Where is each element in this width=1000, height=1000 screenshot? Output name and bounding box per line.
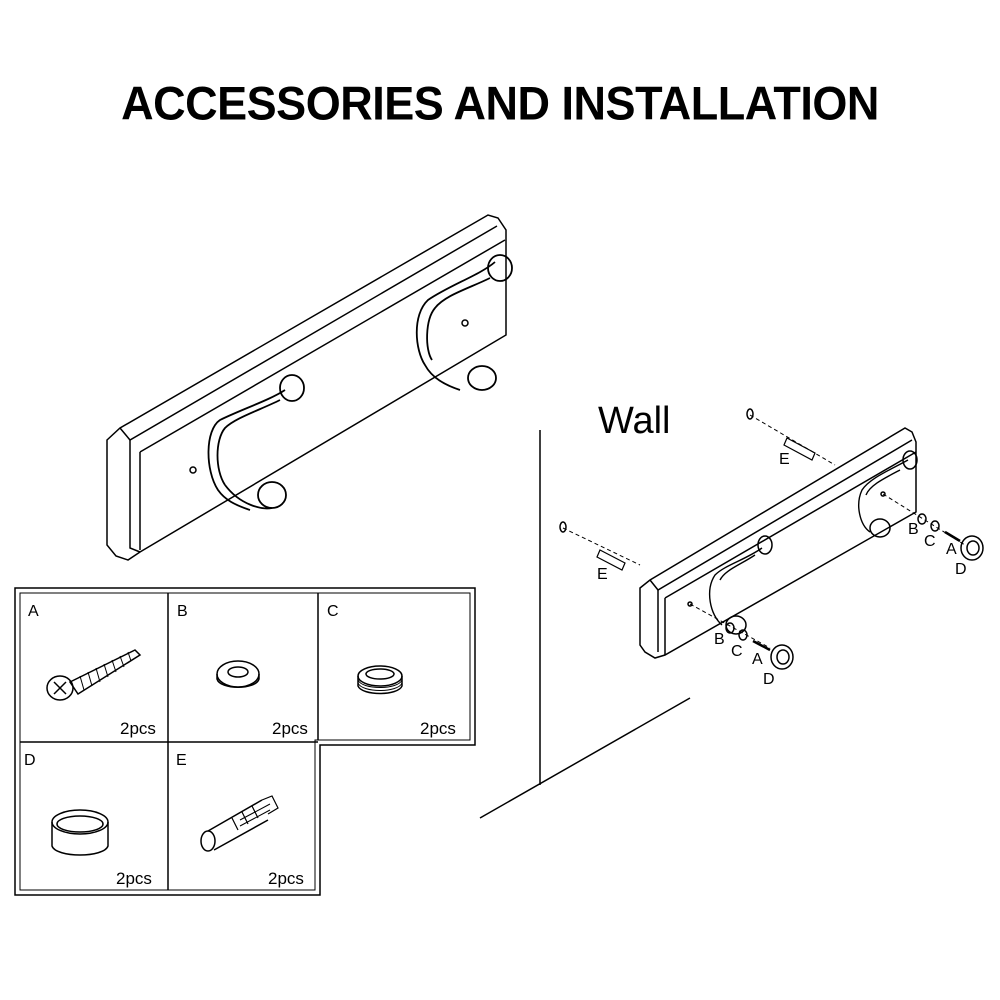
part-d-letter: D: [24, 752, 36, 769]
part-c-qty: 2pcs: [420, 719, 456, 738]
callout-b-right: B: [908, 521, 919, 538]
spacer-icon: [357, 665, 403, 695]
callout-a-left: A: [752, 651, 763, 668]
screw-icon: [46, 649, 142, 701]
part-a-qty: 2pcs: [120, 719, 156, 738]
part-a-letter: A: [28, 603, 39, 620]
part-c-letter: C: [327, 603, 339, 620]
part-b-qty: 2pcs: [272, 719, 308, 738]
part-e-qty: 2pcs: [268, 869, 304, 888]
hook-left: [207, 374, 305, 511]
part-b-letter: B: [177, 603, 188, 620]
wall-anchor-icon: [200, 795, 279, 852]
page-title: ACCESSORIES AND INSTALLATION: [121, 76, 879, 131]
callout-a-right: A: [946, 541, 957, 558]
callout-e-left: E: [597, 566, 608, 583]
hook-right: [415, 254, 513, 391]
callout-d-left: D: [763, 671, 775, 688]
installed-rack-illustration: [559, 408, 984, 670]
hook-rack-illustration: [106, 214, 513, 561]
part-d-qty: 2pcs: [116, 869, 152, 888]
floor-line: [479, 697, 691, 819]
callout-e-top: E: [779, 451, 790, 468]
cap-icon: [51, 809, 109, 856]
callout-b-left: B: [714, 631, 725, 648]
wall-label: Wall: [598, 400, 671, 442]
callout-d-right: D: [955, 561, 967, 578]
part-e-letter: E: [176, 752, 187, 769]
parts-table: [14, 587, 476, 896]
callout-c-left: C: [731, 643, 743, 660]
washer-icon: [216, 660, 260, 688]
callout-c-right: C: [924, 533, 936, 550]
